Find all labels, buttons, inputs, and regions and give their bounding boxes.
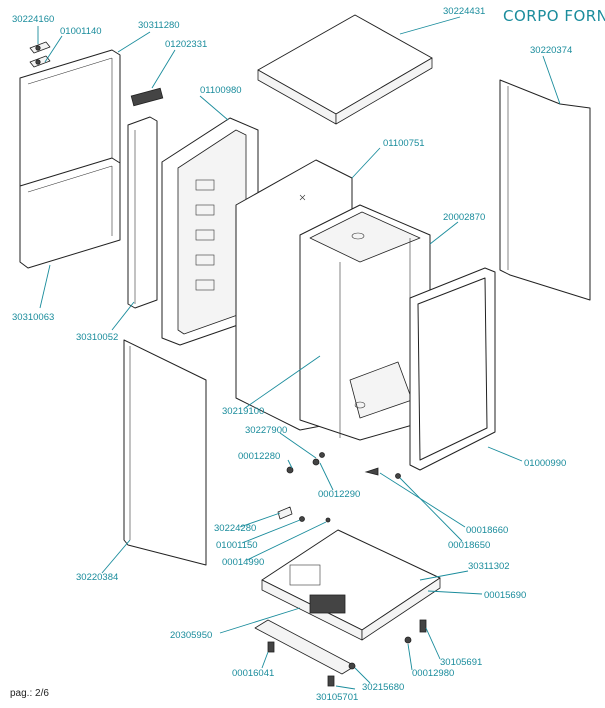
label-30311302: 30311302 [468,561,510,572]
label-00015690: 00015690 [484,590,526,601]
label-30224160: 30224160 [12,14,54,25]
part-door-gasket [409,267,496,471]
label-30220374: 30220374 [530,45,572,56]
label-01202331: 01202331 [165,39,207,50]
label-00016041: 00016041 [232,668,274,679]
label-30220384: 30220384 [76,572,118,583]
label-00012280: 00012280 [238,451,280,462]
label-01001150: 01001150 [216,540,258,551]
label-30227900: 30227900 [245,425,287,436]
label-30224431: 30224431 [443,6,485,17]
label-20305950: 20305950 [170,630,212,641]
part-base-assembly [254,529,441,687]
label-01100980: 01100980 [200,85,242,96]
label-20002870: 20002870 [443,212,485,223]
label-00018660: 00018660 [466,525,508,536]
diagram-title: CORPO FORNO [503,7,605,25]
label-30105701: 30105701 [316,692,358,703]
part-oven-body [235,159,431,441]
part-vertical-strip [127,116,158,309]
part-inner-liner [161,117,259,346]
label-00012980: 00012980 [412,668,454,679]
leader-lines [37,16,561,690]
label-30224280: 30224280 [214,523,256,534]
label-01100751: 01100751 [383,138,425,149]
label-01000990: 01000990 [524,458,566,469]
part-bracket-small [29,41,51,68]
label-01001140: 01001140 [60,26,102,37]
label-30311280: 30311280 [138,20,180,31]
part-code-labels: 30224160 01001140 30311280 01202331 0110… [12,6,572,703]
label-30219100: 30219100 [222,406,264,417]
part-side-panel-large [123,339,207,566]
label-30310052: 30310052 [76,332,118,343]
label-30310063: 30310063 [12,312,54,323]
label-30105691: 30105691 [440,657,482,668]
part-top-cover [257,14,433,125]
part-fittings [277,452,401,523]
label-30215680: 30215680 [362,682,404,693]
label-00012290: 00012290 [318,489,360,500]
page-number: pag.: 2/6 [10,688,49,699]
label-00018650: 00018650 [448,540,490,551]
label-00014990: 00014990 [222,557,264,568]
part-heater-element [130,87,164,107]
part-side-panel-right [499,79,591,301]
part-side-panel-lower [19,157,121,269]
